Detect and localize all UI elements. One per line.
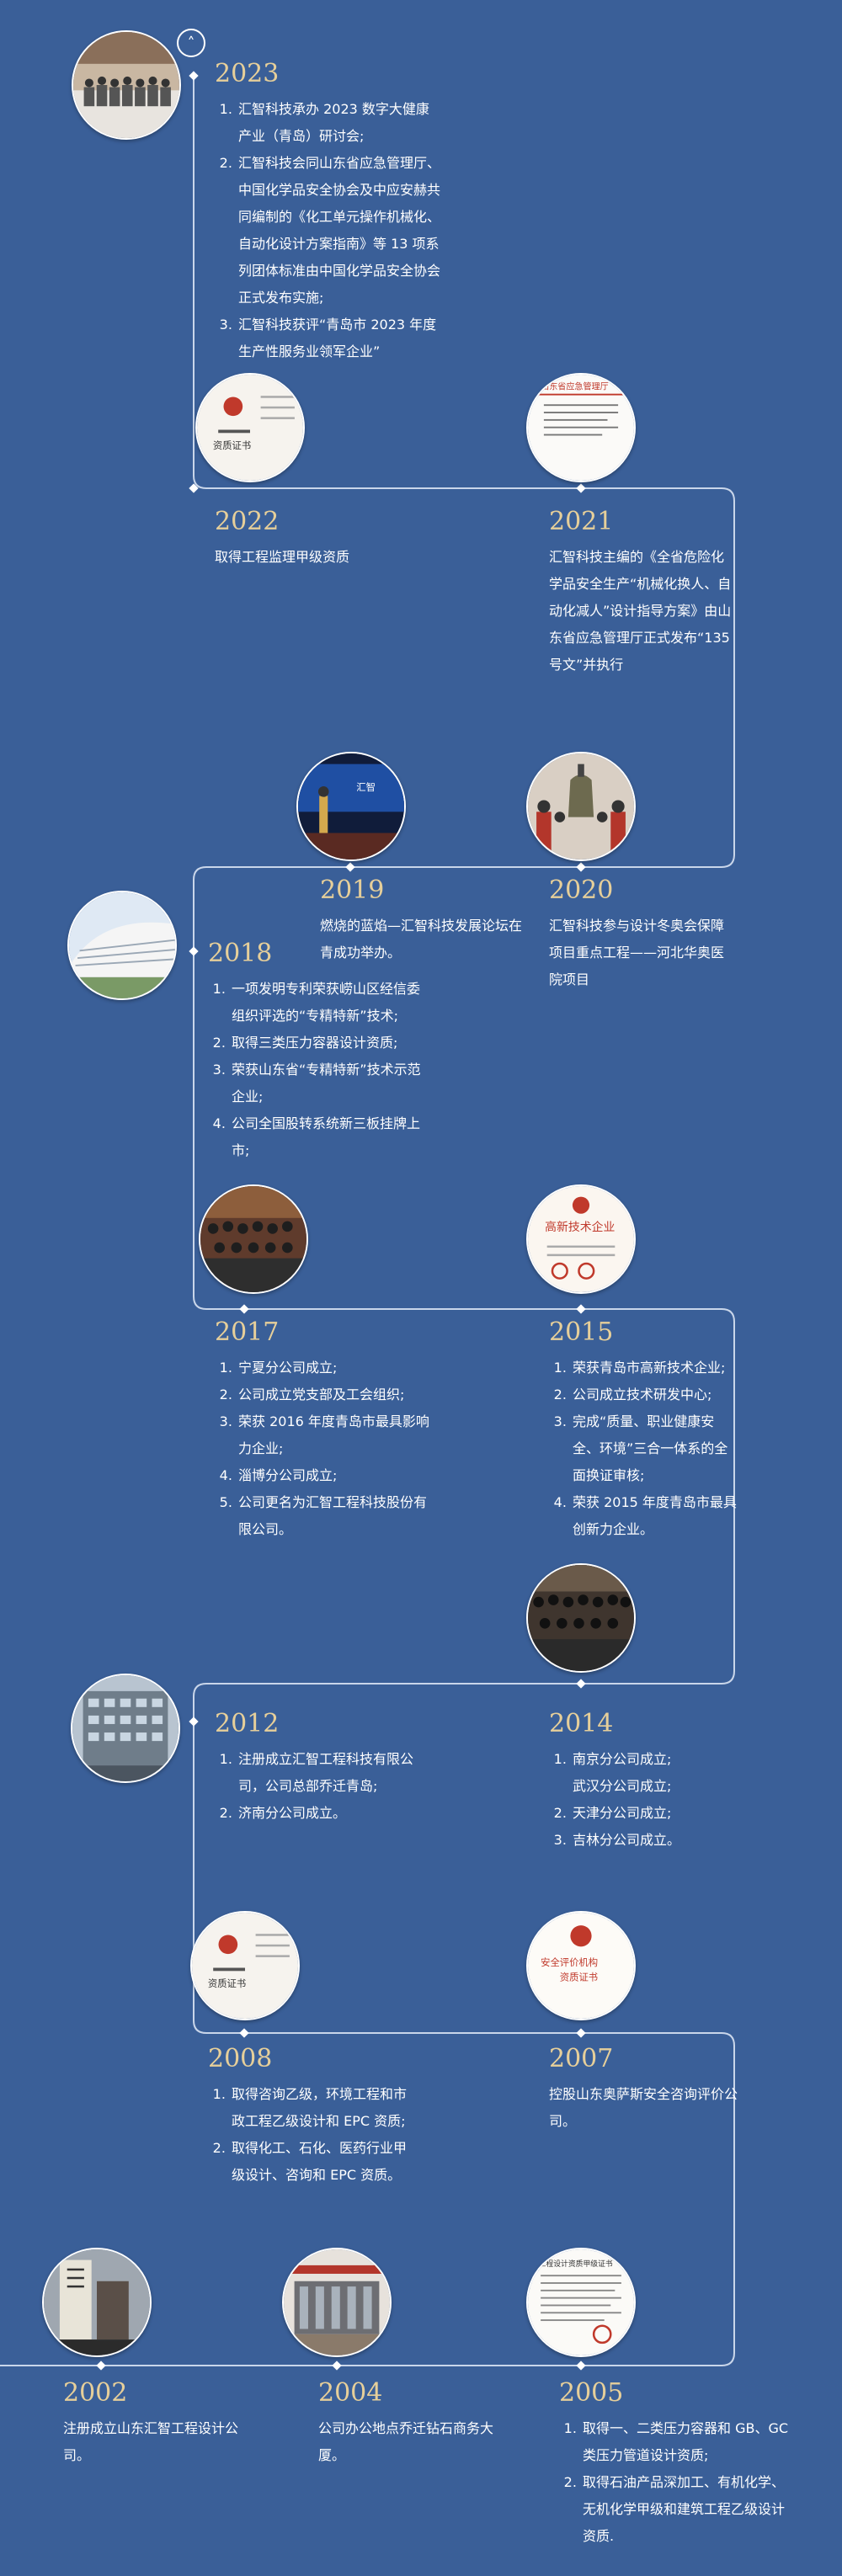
- entry-text: 汇智科技主编的《全省危险化学品安全生产“机械化换人、自动化减人”设计指导方案》由…: [549, 549, 732, 673]
- year-label: 2020: [549, 876, 614, 905]
- photo-2012-building: [71, 1674, 180, 1783]
- photo-2002-plaque: [42, 2248, 152, 2357]
- entry-2015: 2015 荣获青岛市高新技术企业; 公司成立技术研发中心; 完成“质量、职业健康…: [549, 1317, 738, 1543]
- list-item: 宁夏分公司成立;: [237, 1355, 429, 1381]
- year-label: 2012: [215, 1709, 280, 1738]
- item-list: 汇智科技承办 2023 数字大健康产业（青岛）研讨会; 汇智科技会同山东省应急管…: [215, 96, 442, 365]
- item-list: 注册成立汇智工程科技有限公司，公司总部乔迁青岛; 济南分公司成立。: [215, 1746, 417, 1827]
- photo-2023-group: [72, 30, 181, 140]
- photo-2018-building: [67, 891, 177, 1000]
- entry-2020: 2020 汇智科技参与设计冬奥会保障项目重点工程——河北华奥医院项目: [549, 876, 736, 993]
- item-list: 荣获青岛市高新技术企业; 公司成立技术研发中心; 完成“质量、职业健康安全、环境…: [549, 1355, 738, 1543]
- photo-2020-ceremony: [526, 752, 636, 861]
- list-item: 完成“质量、职业健康安全、环境”三合一体系的全面换证审核;: [571, 1408, 738, 1489]
- scroll-to-top-button[interactable]: ˄: [177, 29, 205, 57]
- svg-text:资质证书: 资质证书: [560, 1972, 598, 1983]
- svg-text:汇智: 汇智: [356, 781, 376, 793]
- entry-text: 公司办公地点乔迁钻石商务大厦。: [318, 2420, 494, 2463]
- list-item: 汇智科技获评“青岛市 2023 年度生产性服务业领军企业”: [237, 311, 442, 365]
- list-item: 公司更名为汇智工程科技股份有限公司。: [237, 1489, 429, 1543]
- list-item: 吉林分公司成立。: [571, 1827, 738, 1854]
- entry-text: 取得工程监理甲级资质: [215, 549, 350, 565]
- list-item: 天津分公司成立;: [571, 1800, 738, 1827]
- entry-2002: 2002 注册成立山东汇智工程设计公司。: [63, 2378, 261, 2469]
- photo-2005-document: 工程设计资质甲级证书: [526, 2248, 636, 2357]
- svg-text:资质证书: 资质证书: [208, 1977, 246, 1989]
- svg-text:高新技术企业: 高新技术企业: [545, 1220, 615, 1234]
- year-label: 2019: [320, 876, 385, 905]
- year-label: 2004: [318, 2378, 383, 2408]
- year-label: 2017: [215, 1317, 280, 1347]
- entry-2019: 2019 燃烧的蓝焰—汇智科技发展论坛在青成功举办。: [320, 876, 522, 966]
- entry-text: 注册成立山东汇智工程设计公司。: [63, 2420, 239, 2463]
- entry-2005: 2005 取得一、二类压力容器和 GB、GC 类压力管道设计资质; 取得石油产品…: [559, 2378, 791, 2550]
- list-item: 荣获青岛市高新技术企业;: [571, 1355, 738, 1381]
- year-label: 2014: [549, 1709, 614, 1738]
- entry-2022: 2022 取得工程监理甲级资质: [215, 507, 442, 571]
- svg-text:安全评价机构: 安全评价机构: [541, 1956, 598, 1968]
- entry-2017: 2017 宁夏分公司成立; 公司成立党支部及工会组织; 荣获 2016 年度青岛…: [215, 1317, 429, 1543]
- entry-2007: 2007 控股山东奥萨斯安全咨询评价公司。: [549, 2044, 738, 2135]
- list-item: 荣获 2015 年度青岛市最具创新力企业。: [571, 1489, 738, 1543]
- svg-text:资质证书: 资质证书: [213, 439, 251, 451]
- entry-text: 控股山东奥萨斯安全咨询评价公司。: [549, 2086, 738, 2129]
- item-list: 宁夏分公司成立; 公司成立党支部及工会组织; 荣获 2016 年度青岛市最具影响…: [215, 1355, 429, 1543]
- entry-2021: 2021 汇智科技主编的《全省危险化学品安全生产“机械化换人、自动化减人”设计指…: [549, 507, 736, 679]
- entry-2012: 2012 注册成立汇智工程科技有限公司，公司总部乔迁青岛; 济南分公司成立。: [215, 1709, 417, 1827]
- item-list: 取得一、二类压力容器和 GB、GC 类压力管道设计资质; 取得石油产品深加工、有…: [559, 2415, 791, 2550]
- year-label: 2005: [559, 2378, 624, 2408]
- list-item: 一项发明专利荣获崂山区经信委组织评选的“专精特新”技术;: [230, 976, 431, 1030]
- photo-2015-certificate: 高新技术企业: [526, 1184, 636, 1294]
- list-item: 取得石油产品深加工、有机化学、无机化学甲级和建筑工程乙级设计资质.: [581, 2469, 791, 2550]
- list-item: 取得三类压力容器设计资质;: [230, 1030, 431, 1056]
- entry-2004: 2004 公司办公地点乔迁钻石商务大厦。: [318, 2378, 516, 2469]
- photo-2014-group: [526, 1563, 636, 1673]
- year-label: 2007: [549, 2044, 614, 2073]
- photo-2021-document: 山东省应急管理厅: [526, 373, 636, 482]
- photo-2022-certificate: 资质证书: [195, 373, 305, 482]
- photo-2007-certificate: 安全评价机构资质证书: [526, 1911, 636, 2020]
- year-label: 2022: [215, 507, 280, 536]
- list-item: 荣获 2016 年度青岛市最具影响力企业;: [237, 1408, 429, 1462]
- list-item: 公司成立技术研发中心;: [571, 1381, 738, 1408]
- entry-2023: 2023 汇智科技承办 2023 数字大健康产业（青岛）研讨会; 汇智科技会同山…: [215, 59, 442, 365]
- entry-text: 汇智科技参与设计冬奥会保障项目重点工程——河北华奥医院项目: [549, 918, 725, 987]
- photo-2019-stage-event: 汇智: [296, 752, 406, 861]
- list-item: 南京分公司成立; 武汉分公司成立;: [571, 1746, 738, 1800]
- entry-2008: 2008 取得咨询乙级，环境工程和市政工程乙级设计和 EPC 资质; 取得化工、…: [208, 2044, 410, 2189]
- year-label: 2018: [208, 939, 273, 968]
- item-list: 取得咨询乙级，环境工程和市政工程乙级设计和 EPC 资质; 取得化工、石化、医药…: [208, 2081, 410, 2189]
- photo-2008-certificate: 资质证书: [190, 1911, 300, 2020]
- list-item: 取得化工、石化、医药行业甲级设计、咨询和 EPC 资质。: [230, 2135, 410, 2189]
- photo-2017-group: [199, 1184, 308, 1294]
- item-list: 一项发明专利荣获崂山区经信委组织评选的“专精特新”技术; 取得三类压力容器设计资…: [208, 976, 431, 1164]
- svg-text:工程设计资质甲级证书: 工程设计资质甲级证书: [539, 2259, 613, 2269]
- year-label: 2015: [549, 1317, 614, 1347]
- svg-text:山东省应急管理厅: 山东省应急管理厅: [541, 381, 609, 392]
- list-item: 荣获山东省“专精特新”技术示范企业;: [230, 1056, 431, 1110]
- year-label: 2021: [549, 507, 614, 536]
- item-list: 南京分公司成立; 武汉分公司成立; 天津分公司成立; 吉林分公司成立。: [549, 1746, 738, 1854]
- list-item: 取得一、二类压力容器和 GB、GC 类压力管道设计资质;: [581, 2415, 791, 2469]
- list-item: 淄博分公司成立;: [237, 1462, 429, 1489]
- year-label: 2023: [215, 59, 280, 88]
- list-item: 公司全国股转系统新三板挂牌上市;: [230, 1110, 431, 1164]
- list-item: 济南分公司成立。: [237, 1800, 417, 1827]
- entry-text: 燃烧的蓝焰—汇智科技发展论坛在青成功举办。: [320, 918, 523, 961]
- list-item: 取得咨询乙级，环境工程和市政工程乙级设计和 EPC 资质;: [230, 2081, 410, 2135]
- entry-2018: 2018 一项发明专利荣获崂山区经信委组织评选的“专精特新”技术; 取得三类压力…: [208, 939, 431, 1164]
- list-item: 汇智科技承办 2023 数字大健康产业（青岛）研讨会;: [237, 96, 442, 150]
- entry-2014: 2014 南京分公司成立; 武汉分公司成立; 天津分公司成立; 吉林分公司成立。: [549, 1709, 738, 1854]
- list-item: 注册成立汇智工程科技有限公司，公司总部乔迁青岛;: [237, 1746, 417, 1800]
- photo-2004-building: [282, 2248, 392, 2357]
- year-label: 2002: [63, 2378, 128, 2408]
- list-item: 公司成立党支部及工会组织;: [237, 1381, 429, 1408]
- year-label: 2008: [208, 2044, 273, 2073]
- chevron-up-icon: ˄: [187, 34, 195, 52]
- list-item: 汇智科技会同山东省应急管理厅、中国化学品安全协会及中应安赫共同编制的《化工单元操…: [237, 150, 442, 311]
